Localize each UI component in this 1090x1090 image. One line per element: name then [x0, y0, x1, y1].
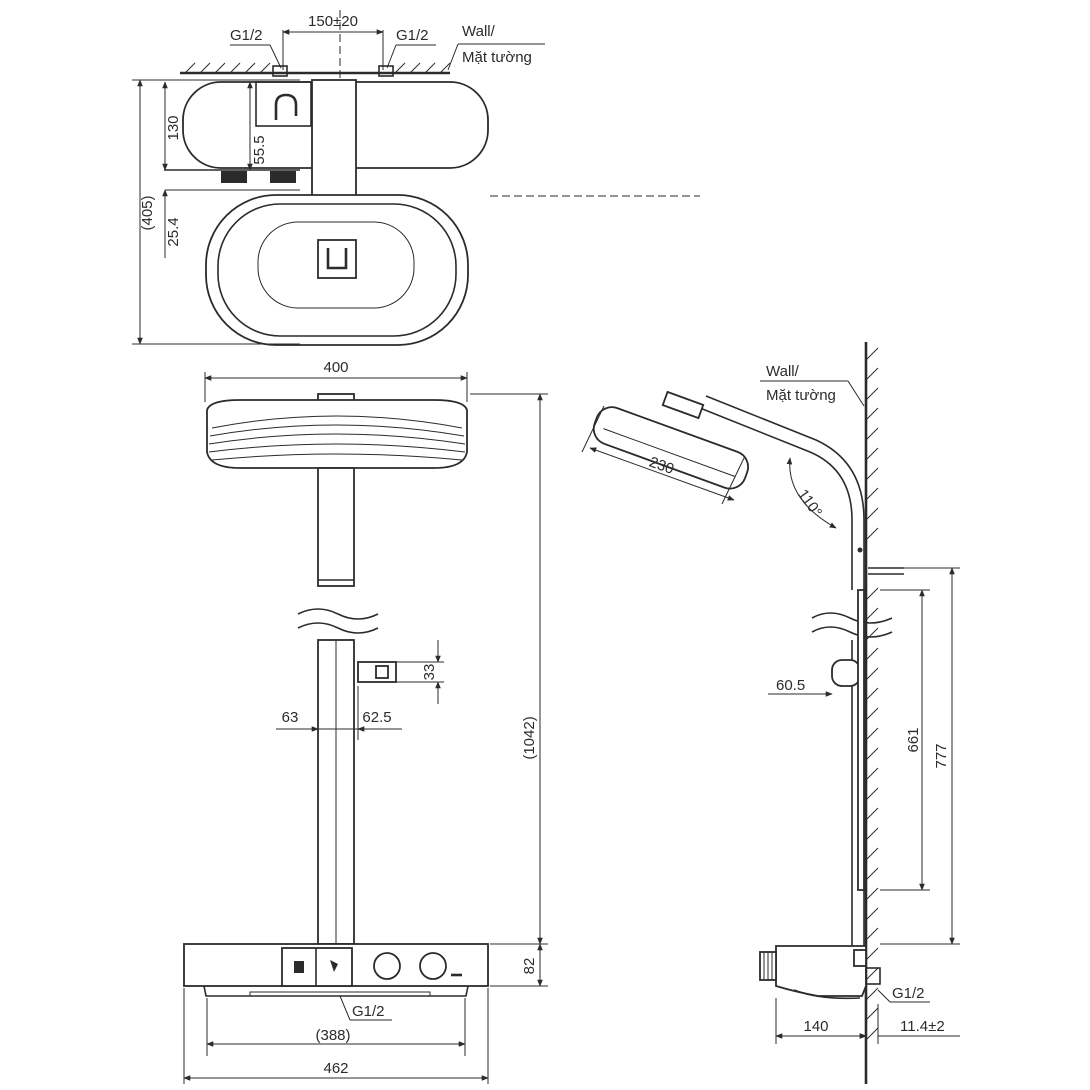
front-knob-1	[373, 952, 401, 980]
side-shower-head	[592, 406, 749, 490]
top-wall-label-en: Wall/	[462, 23, 496, 40]
top-wall-label-vi: Mặt tường	[462, 49, 532, 66]
dim-55-5: 55.5	[251, 135, 268, 164]
dim-inlet-spacing: 150±20	[308, 13, 358, 30]
dim-62-5: 62.5	[362, 709, 391, 726]
side-mixer-body	[775, 945, 867, 997]
dim-462: 462	[323, 1060, 348, 1077]
dim-388: (388)	[315, 1027, 350, 1044]
dim-head-width: 400	[323, 359, 348, 376]
dim-63: 63	[282, 709, 299, 726]
front-knob-2	[419, 952, 447, 980]
dim-661: 661	[905, 727, 922, 752]
dim-777: 777	[933, 743, 950, 768]
top-view: 150±20 G1/2 G1/2 Wall/ Mặt tường (405) 1…	[132, 10, 700, 346]
side-wall-label-en: Wall/	[766, 363, 800, 380]
top-wall	[180, 62, 451, 75]
front-riser-upper	[317, 467, 355, 587]
dim-25-4: 25.4	[165, 217, 182, 246]
dim-60-5: 60.5	[776, 677, 805, 694]
front-view: 400 33 63 62.5	[183, 359, 548, 1084]
dim-11-4: 11.4±2	[900, 1018, 945, 1035]
dim-holder-33: 33	[421, 664, 438, 681]
top-inlet-left-label: G1/2	[230, 27, 263, 44]
side-inlet-label: G1/2	[892, 985, 925, 1002]
front-inlet-label: G1/2	[352, 1003, 385, 1020]
dim-130: 130	[165, 115, 182, 140]
side-wall-label-vi: Mặt tường	[766, 387, 836, 404]
dim-140: 140	[803, 1018, 828, 1035]
dim-405: (405)	[139, 195, 156, 230]
angle-110: 110°	[794, 486, 825, 520]
side-riser	[699, 407, 853, 590]
top-inlet-right-label: G1/2	[396, 27, 429, 44]
dim-82: 82	[521, 958, 538, 975]
side-hand-shower-holder	[831, 659, 861, 687]
side-view: Wall/ Mặt tường 230 110° 6	[581, 342, 960, 1084]
side-wall	[864, 342, 879, 1084]
dim-total-height: (1042)	[521, 716, 538, 759]
